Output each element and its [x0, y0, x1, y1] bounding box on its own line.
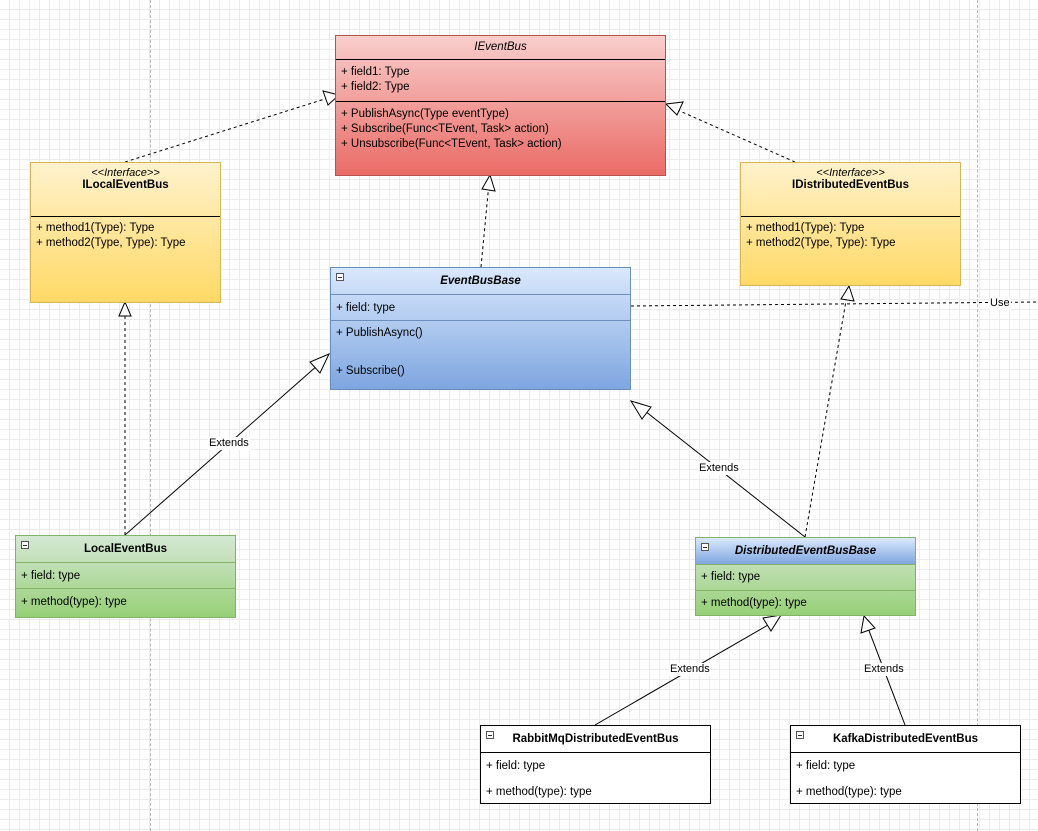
edge-eventbusbase-to-ieventbus	[480, 182, 490, 268]
stereotype-label: <<Interface>>	[816, 167, 885, 179]
method-row: + Subscribe()	[336, 365, 405, 377]
field-row: + field: type	[486, 760, 546, 772]
collapse-icon[interactable]	[796, 731, 804, 739]
edge-use	[630, 301, 1038, 307]
method-row: + method(type): type	[486, 786, 592, 798]
method-row: + PublishAsync(Type eventType)	[341, 108, 509, 120]
stereotype-label: <<Interface>>	[91, 167, 160, 179]
method-row: + Subscribe(Func<TEvent, Task> action)	[341, 123, 549, 135]
arrowhead-local-extends	[309, 353, 331, 374]
class-distributedeventbusbase-methods: + method(type): type	[696, 591, 915, 617]
collapse-icon[interactable]	[21, 541, 29, 549]
class-rabbitmqdistributedeventbus[interactable]: RabbitMqDistributedEventBus + field: typ…	[480, 725, 711, 804]
guide-line-right	[977, 0, 978, 831]
class-eventbusbase-methods: + PublishAsync() + Subscribe()	[331, 321, 630, 387]
class-eventbusbase[interactable]: EventBusBase + field: type + PublishAsyn…	[330, 267, 631, 390]
class-idistributedeventbus-methods: + method1(Type): Type + method2(Type, Ty…	[741, 217, 960, 253]
method-row: + method1(Type): Type	[746, 222, 865, 234]
class-localeventbus-title: LocalEventBus	[16, 536, 235, 563]
collapse-icon[interactable]	[336, 273, 344, 281]
class-ilocaleventbus-title: <<Interface>> ILocalEventBus	[31, 163, 220, 217]
method-row: + Unsubscribe(Func<TEvent, Task> action)	[341, 138, 562, 150]
arrowhead-distbase-extends	[629, 400, 652, 420]
arrowhead-local	[118, 300, 132, 317]
method-row: + method1(Type): Type	[36, 222, 155, 234]
class-kafkadistributedeventbus[interactable]: KafkaDistributedEventBus + field: type +…	[790, 725, 1021, 804]
class-kafka-methods: + method(type): type	[791, 779, 1020, 805]
edge-ilocal-to-ieventbus	[124, 97, 329, 163]
edge-label-use: Use	[989, 297, 1011, 310]
edge-local-extends-base	[124, 364, 319, 536]
class-kafka-title: KafkaDistributedEventBus	[791, 726, 1020, 753]
arrowhead-distbase	[840, 284, 855, 302]
method-row: + method2(Type, Type): Type	[746, 237, 896, 249]
class-distributedeventbusbase-title: DistributedEventBusBase	[696, 538, 915, 565]
class-ieventbus-fields: + field1: Type + field2: Type	[336, 60, 665, 101]
arrowhead-rabbit-extends	[762, 614, 783, 632]
class-rabbitmq-fields: + field: type	[481, 753, 710, 779]
field-row: + field: type	[796, 760, 856, 772]
class-ieventbus-methods: + PublishAsync(Type eventType) + Subscri…	[336, 102, 665, 154]
class-name: LocalEventBus	[83, 543, 168, 555]
edge-distbase-to-idistributed	[804, 294, 848, 538]
guide-line-left	[150, 0, 151, 831]
class-idistributedeventbus[interactable]: <<Interface>> IDistributedEventBus + met…	[740, 162, 961, 286]
class-ieventbus-title: IEventBus	[336, 36, 665, 60]
class-name: ILocalEventBus	[82, 179, 169, 191]
arrowhead-kafka-extends	[860, 614, 876, 634]
class-name: EventBusBase	[440, 275, 521, 287]
method-row: + method(type): type	[701, 597, 807, 609]
field-row: + field1: Type	[341, 66, 410, 78]
edge-idistributed-to-ieventbus	[672, 107, 796, 163]
class-kafka-fields: + field: type	[791, 753, 1020, 779]
field-row: + field: type	[21, 570, 81, 582]
method-row: + method2(Type, Type): Type	[36, 237, 186, 249]
class-distributedeventbusbase-fields: + field: type	[696, 565, 915, 591]
class-name: KafkaDistributedEventBus	[832, 733, 979, 745]
class-name: RabbitMqDistributedEventBus	[512, 733, 679, 745]
class-ieventbus[interactable]: IEventBus + field1: Type + field2: Type …	[335, 35, 666, 176]
edge-label-distbase-extends: Extends	[698, 462, 740, 475]
class-ilocaleventbus[interactable]: <<Interface>> ILocalEventBus + method1(T…	[30, 162, 221, 303]
class-name: DistributedEventBusBase	[734, 545, 877, 557]
class-localeventbus[interactable]: LocalEventBus + field: type + method(typ…	[15, 535, 236, 618]
edge-label-local-extends: Extends	[208, 437, 250, 450]
edge-label-rabbit-extends: Extends	[669, 663, 711, 676]
field-row: + field: type	[701, 571, 761, 583]
collapse-icon[interactable]	[486, 731, 494, 739]
class-localeventbus-fields: + field: type	[16, 563, 235, 589]
edge-label-kafka-extends: Extends	[863, 663, 905, 676]
field-row: + field: type	[336, 302, 396, 314]
arrowhead-idistributed	[664, 101, 684, 116]
class-eventbusbase-fields: + field: type	[331, 295, 630, 321]
method-row: + method(type): type	[796, 786, 902, 798]
class-rabbitmq-title: RabbitMqDistributedEventBus	[481, 726, 710, 753]
field-row: + field2: Type	[341, 81, 410, 93]
class-name: IDistributedEventBus	[792, 179, 909, 191]
arrowhead-eventbusbase	[481, 173, 496, 192]
class-idistributedeventbus-title: <<Interface>> IDistributedEventBus	[741, 163, 960, 217]
class-distributedeventbusbase[interactable]: DistributedEventBusBase + field: type + …	[695, 537, 916, 616]
edge-kafka-extends-distbase	[867, 627, 906, 726]
class-ilocaleventbus-methods: + method1(Type): Type + method2(Type, Ty…	[31, 217, 220, 253]
class-localeventbus-methods: + method(type): type	[16, 589, 235, 615]
class-eventbusbase-title: EventBusBase	[331, 268, 630, 295]
class-rabbitmq-methods: + method(type): type	[481, 779, 710, 805]
method-row: + method(type): type	[21, 596, 127, 608]
method-row: + PublishAsync()	[336, 327, 423, 339]
collapse-icon[interactable]	[701, 543, 709, 551]
